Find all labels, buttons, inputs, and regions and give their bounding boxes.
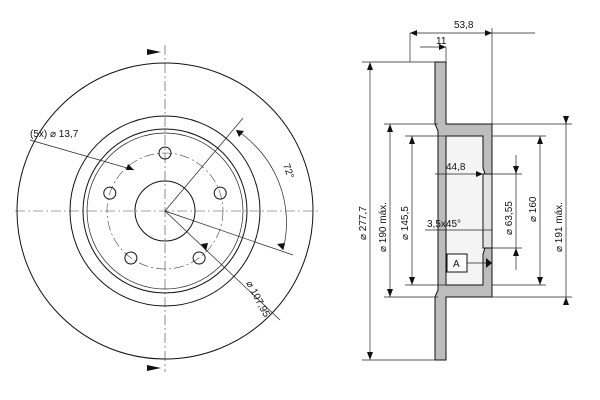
hub-outer-circle xyxy=(82,128,248,294)
arrow xyxy=(439,44,446,50)
section-mark-bottom xyxy=(147,365,161,371)
arrow xyxy=(537,136,543,144)
pcd-label: ⌀ 107,95 xyxy=(243,279,271,319)
arrow xyxy=(387,289,393,297)
bolt-holes xyxy=(103,146,227,265)
dim-44-label: 44,8 xyxy=(446,162,466,173)
arrow xyxy=(485,30,492,36)
bolt-hole-leader-arrow xyxy=(126,164,134,170)
angle-ref-line-1 xyxy=(164,117,244,212)
pcd-leader xyxy=(164,210,281,321)
arrow xyxy=(476,171,483,177)
hub-step-circle xyxy=(86,132,244,290)
center-bore xyxy=(134,180,196,242)
angle-label: 72° xyxy=(280,162,296,180)
dim-145-label: ⌀ 145,5 xyxy=(400,206,411,240)
arrow xyxy=(367,352,373,360)
dim-chamfer-label: 3,5x45° xyxy=(427,219,461,230)
hub-bore-face xyxy=(482,173,493,249)
disc-outer-edge xyxy=(16,62,314,360)
dim-191-label: ⌀ 191 máx. xyxy=(554,202,565,252)
dim-160-label: ⌀ 160 xyxy=(528,196,539,222)
dim-width-label: 53,8 xyxy=(454,20,474,31)
friction-ring-inner-edge xyxy=(69,115,261,307)
bolt-hole xyxy=(158,146,172,160)
arrow xyxy=(513,248,519,256)
arrow xyxy=(409,277,415,285)
arrow xyxy=(387,124,393,132)
arrow xyxy=(410,30,417,36)
arrow xyxy=(563,297,569,305)
angle-ref-line-2 xyxy=(164,210,294,256)
datum-label: A xyxy=(453,259,460,270)
bolt-hole-label: (5x) ⌀ 13,7 xyxy=(30,129,79,140)
datum-triangle xyxy=(486,258,492,268)
dim-190-label: ⌀ 190 máx. xyxy=(378,202,389,252)
dim-63-label: ⌀ 63,55 xyxy=(504,201,515,235)
arrow xyxy=(513,166,519,174)
arrow xyxy=(367,62,373,70)
arrow xyxy=(409,136,415,144)
bolt-hole-leader xyxy=(29,139,135,171)
angle-arrow-2 xyxy=(277,243,285,250)
pcd-leader-arrow xyxy=(201,243,208,251)
section-mark-top xyxy=(147,49,161,55)
bolt-hole xyxy=(103,186,117,200)
angle-arc xyxy=(235,129,287,251)
bolt-hole xyxy=(124,251,138,265)
bolt-hole xyxy=(213,186,227,200)
dim-flange-label: 11 xyxy=(436,36,447,47)
bolt-hole xyxy=(192,251,206,265)
dim-277-label: ⌀ 277,7 xyxy=(358,206,369,240)
front-view: (5x) ⌀ 13,7 72° ⌀ 107,95 xyxy=(15,45,318,372)
side-view: 53,8 11 ⌀ 277,7 ⌀ 190 máx. ⌀ 145,5 44,8 … xyxy=(358,20,572,361)
arrow xyxy=(563,116,569,124)
angle-arrow-1 xyxy=(236,130,244,137)
arrow xyxy=(537,277,543,285)
pitch-circle xyxy=(106,152,224,270)
